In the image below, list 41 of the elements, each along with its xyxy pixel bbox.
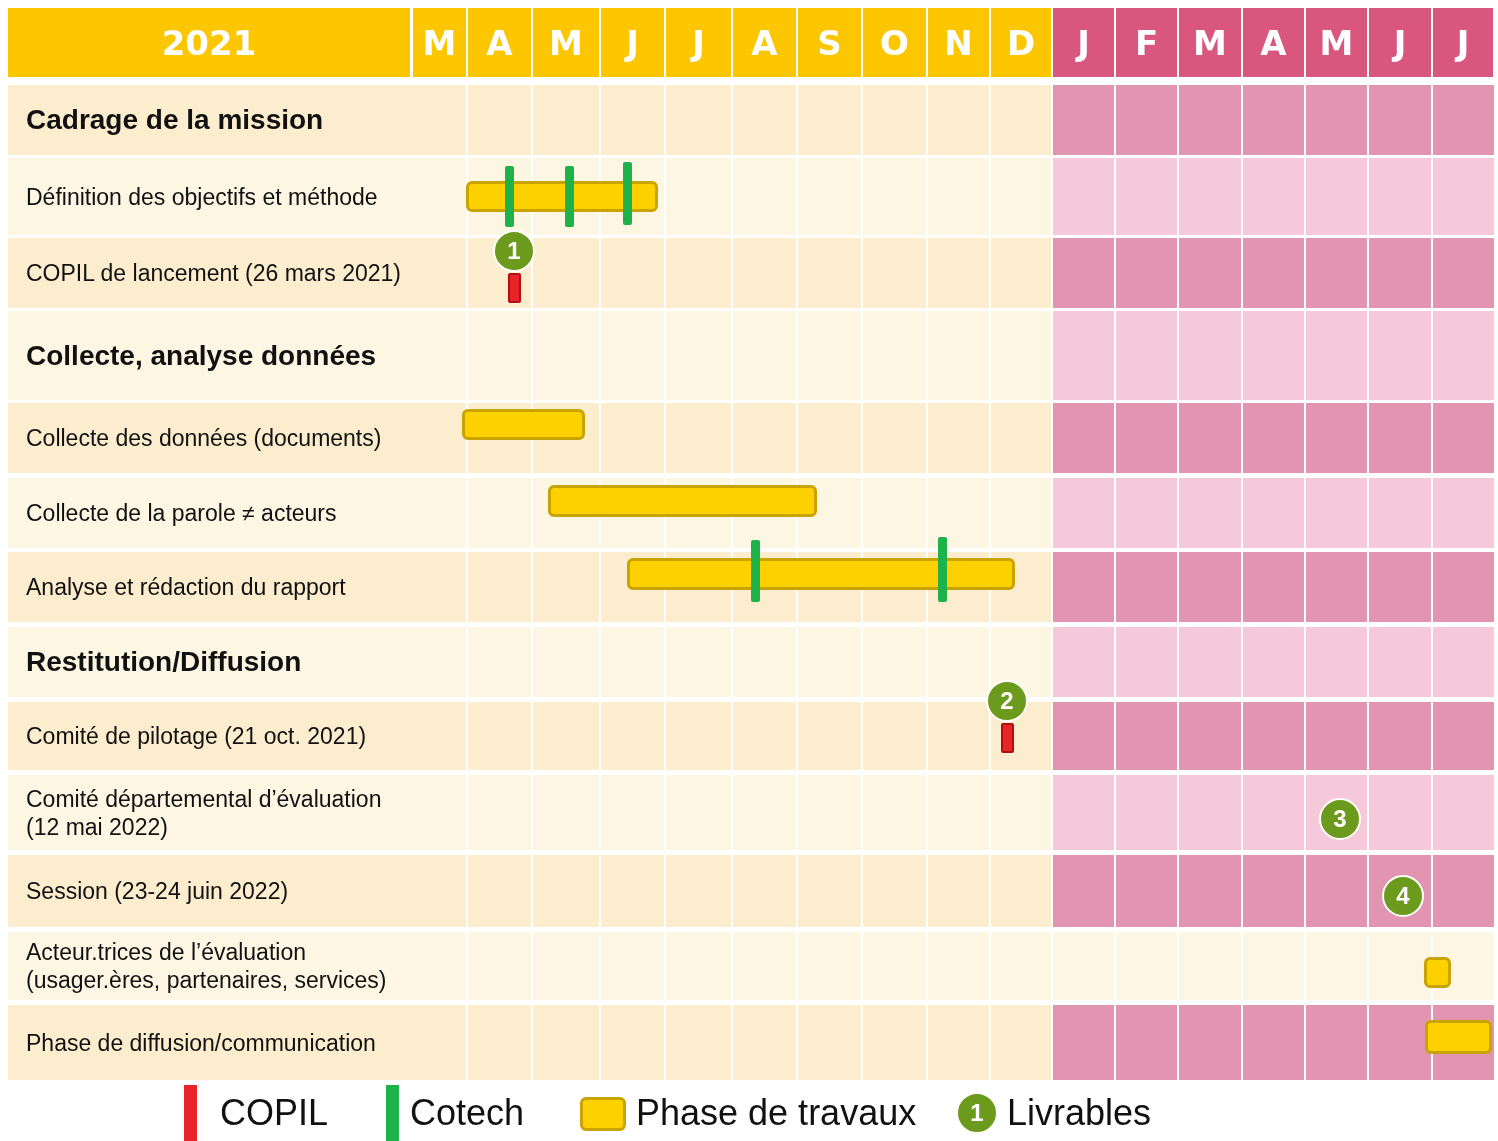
phase-bar xyxy=(627,558,1015,590)
month-header: J xyxy=(1369,8,1431,77)
month-header: M xyxy=(1306,8,1367,77)
phase-bar xyxy=(462,409,585,440)
task-label: Analyse et rédaction du rapport xyxy=(26,573,346,601)
phase-bar xyxy=(1424,957,1451,988)
month-header: J xyxy=(601,8,664,77)
task-label: Phase de diffusion/communication xyxy=(26,1028,376,1057)
month-header: S xyxy=(798,8,861,77)
month-header: M xyxy=(413,8,466,77)
month-header: O xyxy=(863,8,926,77)
month-header: M xyxy=(1179,8,1241,77)
legend-label: Livrables xyxy=(1007,1093,1152,1135)
section-heading: Cadrage de la mission xyxy=(26,103,324,137)
month-header: J xyxy=(1053,8,1114,77)
task-label: COPIL de lancement (26 mars 2021) xyxy=(26,259,401,287)
month-header: J xyxy=(1433,8,1493,77)
phase-bar xyxy=(1425,1020,1492,1054)
task-label: Collecte de la parole ≠ acteurs xyxy=(26,499,337,527)
legend-label: COPIL xyxy=(220,1093,329,1135)
section-heading: Collecte, analyse données xyxy=(26,338,377,373)
legend-swatch: 1 xyxy=(956,1092,998,1134)
month-header: J xyxy=(666,8,731,77)
task-label: Session (23-24 juin 2022) xyxy=(26,877,289,905)
phase-bar xyxy=(548,485,817,517)
task-label: Comité départemental d’évaluation (12 mai 2022) xyxy=(26,784,383,841)
task-label: Collecte des données (documents) xyxy=(26,424,382,452)
task-label: Définition des objectifs et méthode xyxy=(26,182,378,211)
month-header: M xyxy=(533,8,599,77)
task-label: Acteur.trices de l’évaluation (usager.ères, partenaires, services) xyxy=(26,938,388,994)
month-header: N xyxy=(928,8,989,77)
legend-label: Cotech xyxy=(410,1093,525,1135)
section-heading: Restitution/Diffusion xyxy=(26,645,302,679)
legend-label: Phase de travaux xyxy=(636,1093,917,1135)
task-label: Comité de pilotage (21 oct. 2021) xyxy=(26,722,367,750)
month-header: A xyxy=(468,8,531,77)
month-header: D xyxy=(991,8,1051,77)
month-header: A xyxy=(733,8,796,77)
month-header: F xyxy=(1116,8,1177,77)
month-header: A xyxy=(1243,8,1304,77)
year-header: 2021 xyxy=(8,8,410,77)
